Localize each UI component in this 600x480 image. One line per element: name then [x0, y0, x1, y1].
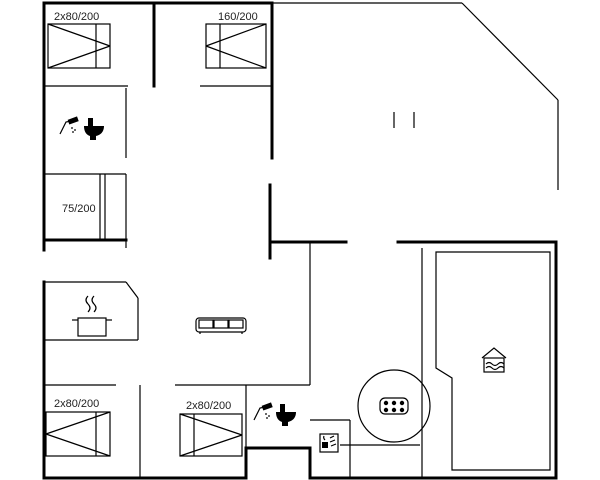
bed-bottom-left: 2x80/200: [45, 398, 111, 457]
stove-pot-icon: [72, 295, 112, 337]
sofa-icon: [195, 317, 247, 334]
bed-label-middle-left: 75/200: [62, 203, 96, 215]
sauna-icon: [319, 433, 339, 453]
shower-toilet-icon: [253, 402, 296, 426]
bed-label-top-left: 2x80/200: [54, 11, 99, 23]
shower-toilet-icon: [59, 116, 104, 140]
walls: [42, 1, 559, 480]
bed-label-bottom-left: 2x80/200: [54, 398, 99, 410]
bed-label-top-right: 160/200: [218, 11, 258, 23]
bed-bottom-middle: 2x80/200: [179, 400, 243, 457]
bed-label-bottom-middle: 2x80/200: [186, 400, 231, 412]
bed-top-right: 160/200: [205, 11, 267, 69]
whirlpool-icon: [357, 369, 431, 443]
bed-top-left: 2x80/200: [47, 11, 111, 69]
pool-icon: [435, 251, 551, 471]
